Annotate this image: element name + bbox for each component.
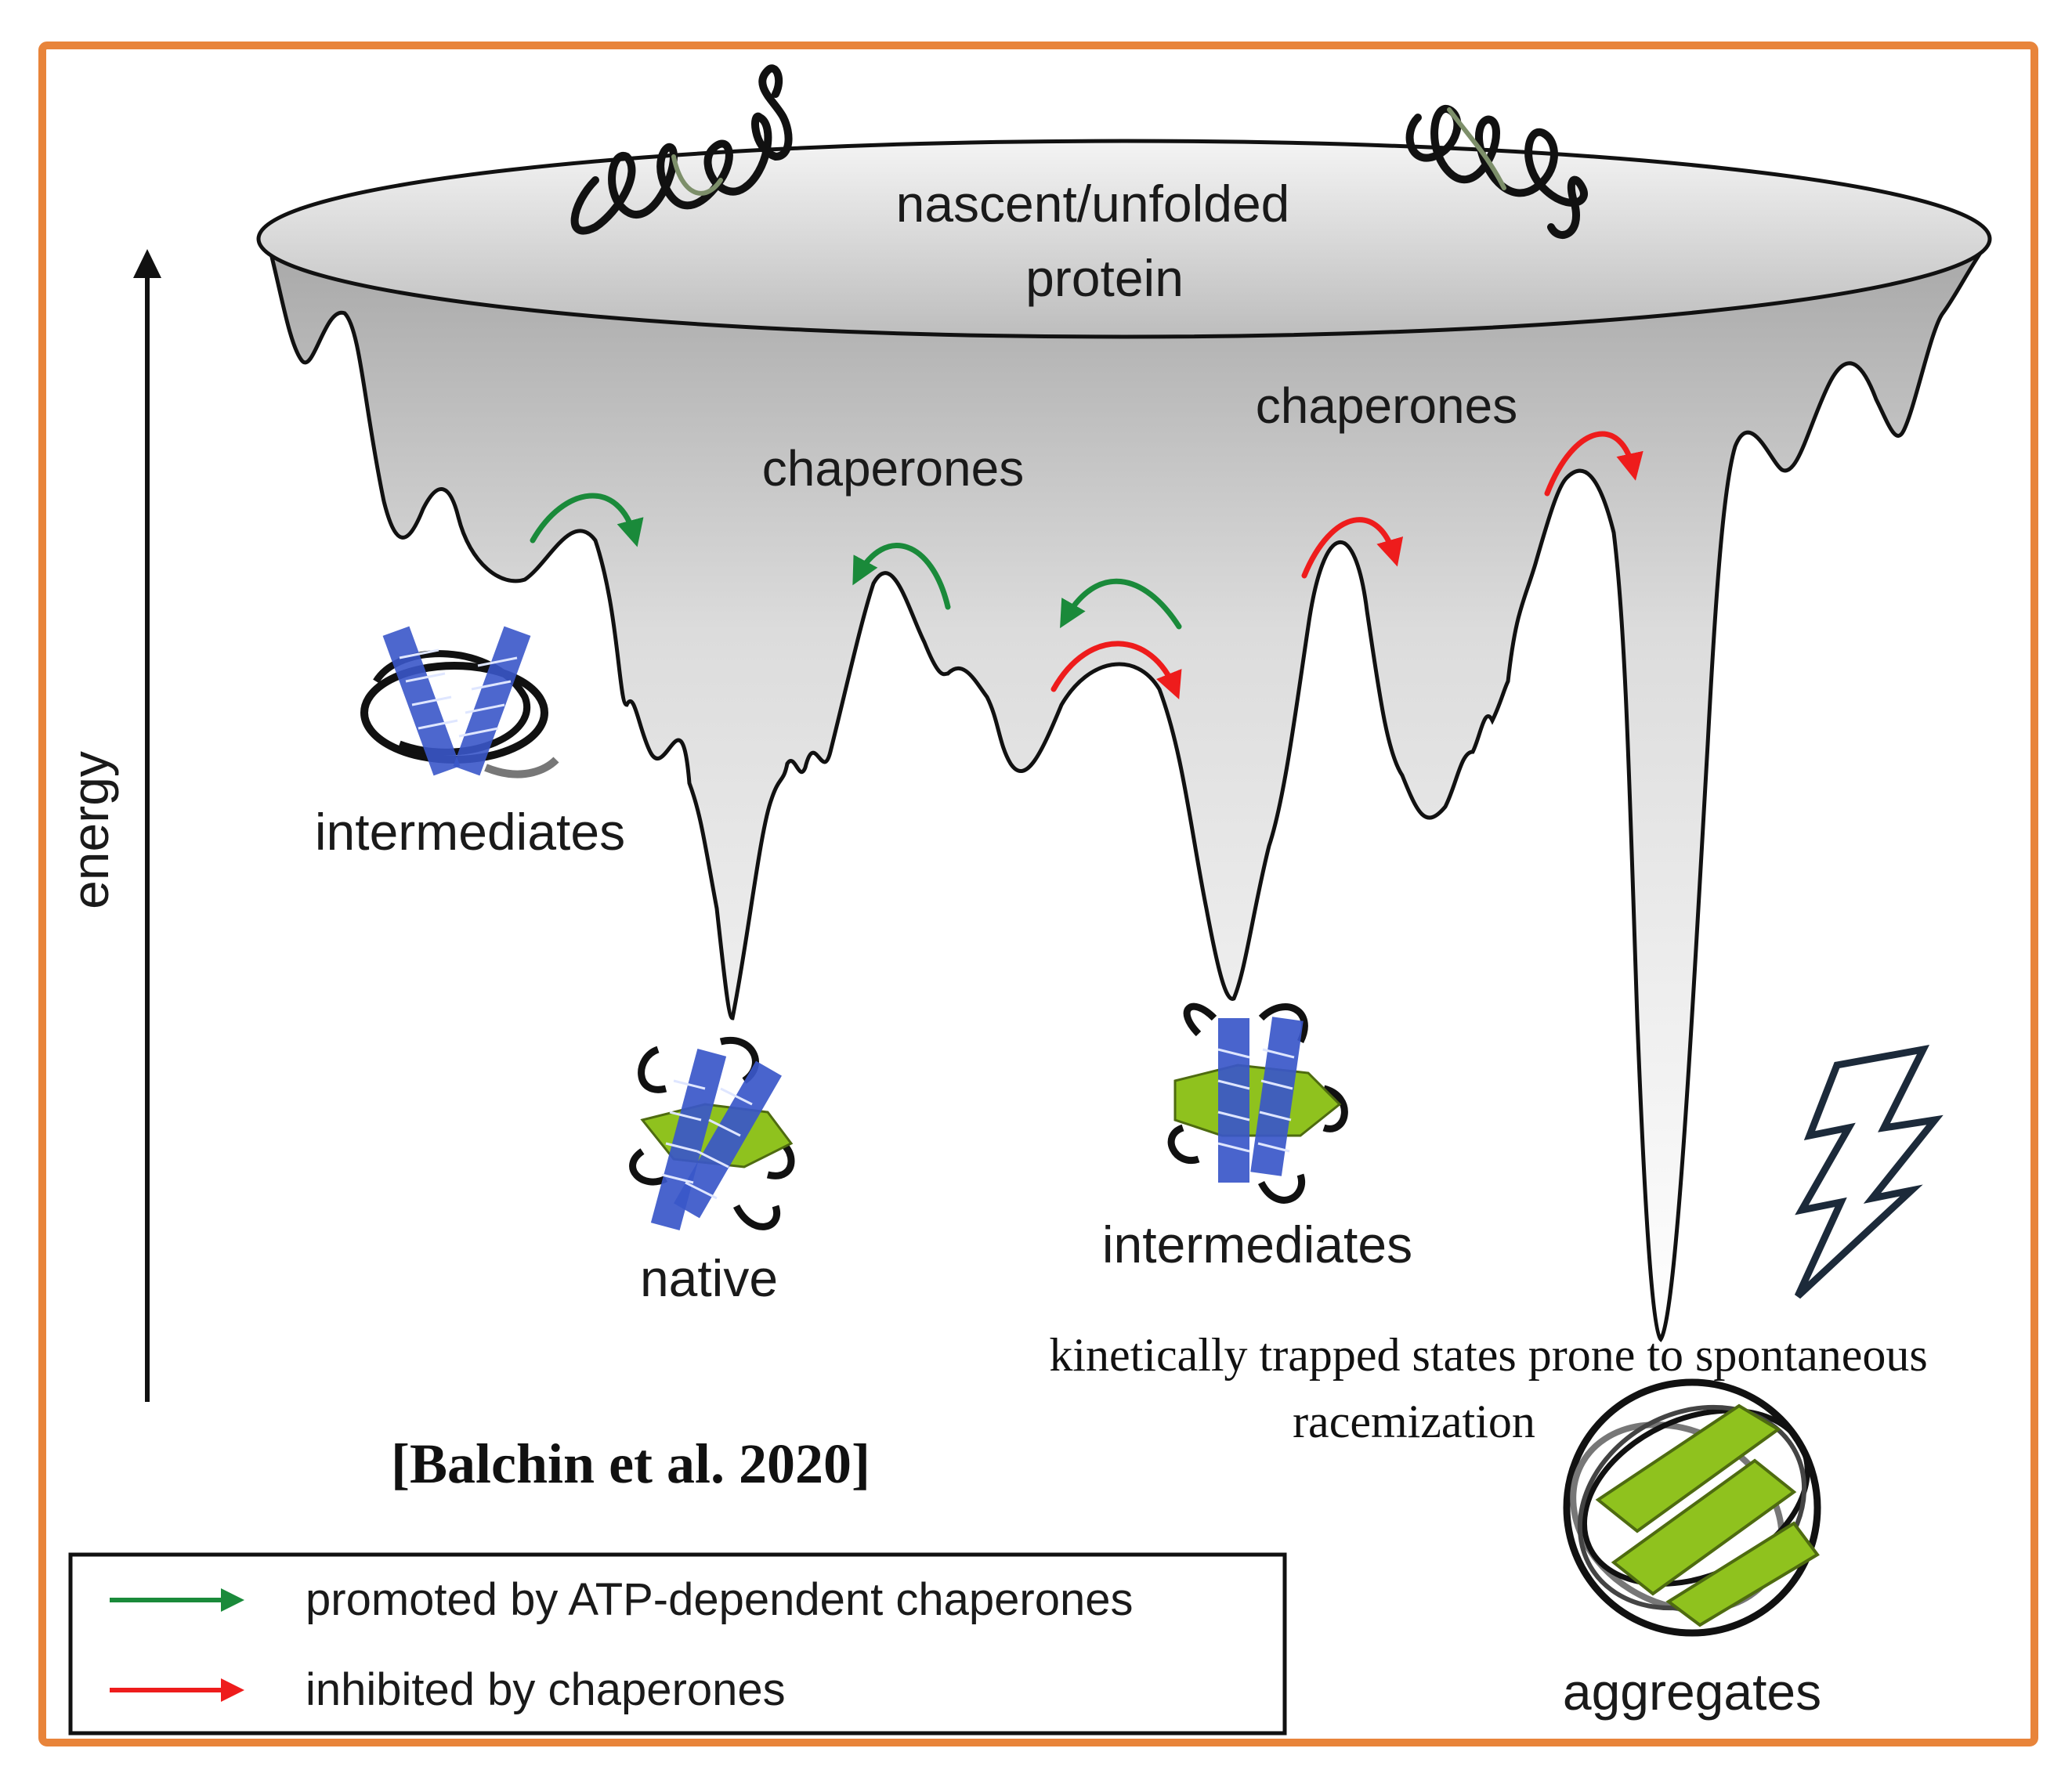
chaperones-label-left: chaperones <box>762 440 1024 497</box>
trapped-states-label-line1: kinetically trapped states prone to spon… <box>1049 1329 1927 1381</box>
energy-axis-label: energy <box>61 751 119 909</box>
unfolded-protein-label-line2: protein <box>1025 249 1184 307</box>
legend-inhibited-label: inhibited by chaperones <box>306 1664 786 1715</box>
unfolded-protein-label-line1: nascent/unfolded <box>896 175 1290 233</box>
energy-axis-arrowhead <box>133 249 161 278</box>
legend-box <box>68 1552 1287 1736</box>
intermediates-label-left: intermediates <box>315 803 625 861</box>
promoted-arrow-1 <box>530 493 644 547</box>
intermediates-label-right: intermediates <box>1102 1215 1412 1273</box>
aggregates-label: aggregates <box>1563 1663 1821 1721</box>
intermediate-protein-structure <box>1167 1002 1348 1204</box>
trapped-states-label-line2: racemization <box>1293 1396 1535 1447</box>
promoted-arrow-2 <box>852 543 951 610</box>
chaperones-label-right: chaperones <box>1256 377 1517 434</box>
unfolded-protein-left <box>570 64 793 235</box>
native-protein-structure <box>629 1037 795 1230</box>
lightning-bolt-icon <box>1794 1044 1944 1299</box>
funnel-outline <box>268 249 1984 1342</box>
protein-structure-icon <box>360 626 559 778</box>
inhibited-arrow-3 <box>1544 431 1643 497</box>
funnel-rim <box>256 139 1992 339</box>
transition-arrows <box>530 431 1643 699</box>
promoted-arrow-3 <box>1060 578 1182 630</box>
legend: promoted by ATP-dependent chaperones inh… <box>68 1552 1287 1736</box>
aggregates-structure <box>1563 1378 1821 1637</box>
inhibited-arrow-2 <box>1301 517 1404 579</box>
legend-promoted-label: promoted by ATP-dependent chaperones <box>306 1574 1134 1625</box>
inhibited-arrow-1 <box>1050 641 1182 699</box>
unfolded-protein-right <box>1405 105 1588 239</box>
citation-label: [Balchin et al. 2020] <box>391 1432 870 1495</box>
native-label: native <box>640 1249 778 1307</box>
funnel-surface <box>270 251 1982 1339</box>
